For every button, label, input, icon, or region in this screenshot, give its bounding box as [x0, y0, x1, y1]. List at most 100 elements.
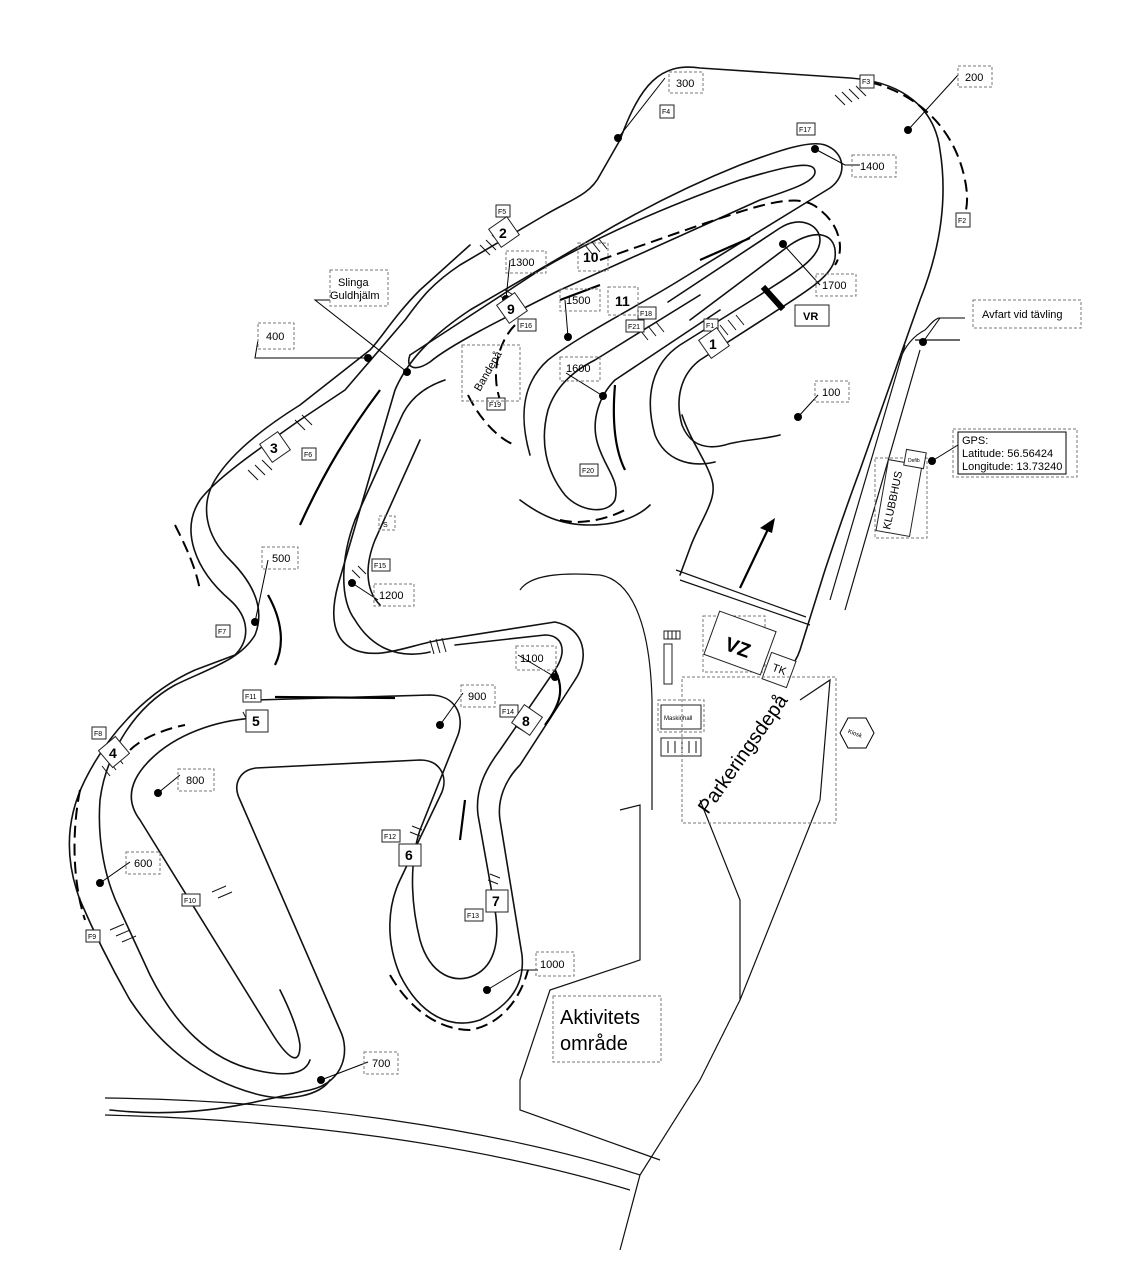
- track-loop-800-inner: [130, 717, 301, 1059]
- track-1600-loop: [543, 294, 721, 511]
- barrier-5: [274, 695, 396, 700]
- distance-300: 300: [668, 71, 704, 94]
- bandepa-text: Bandepå: [472, 349, 505, 394]
- slinga-guldhjalm-label: Slinga Guldhjälm: [329, 269, 389, 307]
- corner-label: 11: [615, 293, 630, 309]
- corner-9: 9: [495, 291, 529, 325]
- corner-7: 7: [485, 889, 509, 913]
- flag-f11: F11: [242, 689, 262, 703]
- distance-label: 1000: [540, 959, 564, 971]
- flag-f13: F13: [464, 908, 484, 922]
- vr-text: VR: [803, 311, 818, 323]
- flag-label: F10: [184, 898, 196, 905]
- flag-label: F3: [862, 79, 870, 86]
- flag-label: F19: [489, 402, 501, 409]
- corner-5: 5: [245, 709, 269, 733]
- flag-f18: F18: [637, 306, 657, 320]
- flag-f17: F17: [796, 122, 816, 136]
- corner-6: 6: [398, 843, 422, 867]
- flag-f20: F20: [579, 463, 599, 477]
- flag-f6: F6: [301, 447, 317, 461]
- tyre-wall-bandepa: [467, 324, 516, 446]
- corner-11: 11: [607, 286, 639, 316]
- flag-label: F13: [467, 913, 479, 920]
- flag-f8: F8: [91, 726, 107, 740]
- distance-600: 600: [125, 851, 161, 875]
- flag-label: F7: [218, 629, 226, 636]
- s-marker: S: [378, 515, 396, 531]
- track-west-inner: [98, 244, 471, 1075]
- distance-200: 200: [957, 65, 993, 88]
- flag-label: F17: [799, 127, 811, 134]
- tyre-wall-200: [869, 81, 969, 231]
- bandepa-label: Bandepå: [461, 344, 521, 402]
- flag-label: F2: [958, 218, 966, 225]
- distance-label: 400: [266, 331, 284, 343]
- flag-label: F15: [374, 563, 386, 570]
- gps-latitude: Latitude: 56.56424: [962, 448, 1053, 460]
- corner-label: 7: [492, 893, 500, 909]
- vz-building: VZ TK: [702, 610, 797, 689]
- kiosk-text: Kiosk: [847, 729, 864, 740]
- corner-1: 1: [697, 326, 731, 360]
- distance-1300: 1300: [505, 250, 547, 274]
- barrier-1700: [699, 236, 751, 262]
- distance-label: 900: [468, 691, 486, 703]
- tyre-wall-west: [73, 524, 201, 921]
- track-east-hairpin: [678, 234, 836, 448]
- distance-400: 400: [257, 322, 295, 350]
- defib-text: Defib: [908, 458, 920, 464]
- corner-8: 8: [510, 703, 544, 737]
- tk-text: TK: [770, 662, 788, 678]
- distance-100: 100: [814, 380, 850, 403]
- flag-label: F18: [640, 311, 652, 318]
- flag-f19: F19: [486, 397, 506, 411]
- parkeringsdepa-text: Parkeringsdepå: [694, 690, 793, 818]
- flag-label: F6: [304, 452, 312, 459]
- distance-label: 800: [186, 775, 204, 787]
- flag-f5: F5: [495, 204, 511, 218]
- aktivitetsomrade-label: Aktivitets område: [552, 995, 662, 1063]
- flag-f21: F21: [625, 319, 645, 333]
- flag-label: F1: [706, 323, 714, 330]
- corner-label: 4: [109, 745, 117, 761]
- distance-1100: 1100: [515, 645, 557, 671]
- distance-label: 300: [676, 78, 694, 90]
- flag-f15: F15: [371, 558, 391, 572]
- arrow-head: [760, 518, 775, 533]
- corner-3: 3: [258, 430, 292, 464]
- distance-label: 1400: [860, 161, 884, 173]
- corner-label: 6: [405, 847, 413, 863]
- flag-label: F21: [628, 324, 640, 331]
- flag-f12: F12: [381, 829, 401, 843]
- barrier-1600: [612, 384, 626, 471]
- avfart-text: Avfart vid tävling: [982, 309, 1063, 321]
- kiosk-building: Kiosk: [839, 717, 875, 749]
- direction-arrow: [739, 524, 771, 589]
- flag-f16: F16: [517, 318, 537, 332]
- road-exit: [829, 317, 960, 611]
- track-1300-lane: [408, 164, 816, 369]
- distance-label: 1700: [822, 280, 846, 292]
- track-central-loop: [343, 379, 446, 655]
- avfart-label: Avfart vid tävling: [972, 299, 1082, 329]
- distance-label: 1200: [379, 590, 403, 602]
- flag-f10: F10: [181, 893, 201, 907]
- corner-label: 10: [583, 249, 599, 265]
- flag-label: F16: [520, 323, 532, 330]
- tyre-wall-800: [129, 724, 186, 751]
- distance-1700: 1700: [815, 273, 857, 297]
- flag-label: F11: [245, 694, 257, 701]
- distance-label: 1600: [566, 363, 590, 375]
- distance-label: 500: [272, 553, 290, 565]
- flag-f1: F1: [703, 318, 719, 332]
- flag-f4: F4: [659, 104, 675, 119]
- flag-label: F8: [94, 731, 102, 738]
- corner-10: 10: [577, 242, 609, 272]
- track-west-loop: [68, 139, 621, 1099]
- distance-label: 600: [134, 858, 152, 870]
- flag-label: F14: [502, 709, 514, 716]
- aktivitets-line1: Aktivitets: [560, 1007, 640, 1029]
- distance-label: 1300: [510, 257, 534, 269]
- flag-label: F20: [582, 468, 594, 475]
